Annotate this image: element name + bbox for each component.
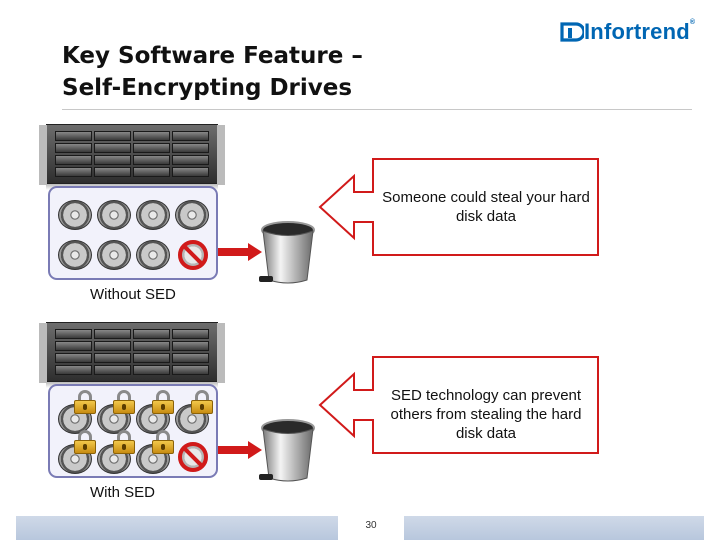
section-without-sed: Someone could steal your hard disk data …	[0, 120, 720, 310]
infortrend-logo: Infortrend®	[558, 18, 695, 46]
hard-disk-icon	[136, 200, 170, 230]
removed-disk-slot	[178, 442, 208, 472]
padlock-icon	[74, 430, 96, 454]
hard-disk-icon	[175, 200, 209, 230]
hard-disk-icon	[136, 240, 170, 270]
trash-can-icon	[259, 221, 315, 284]
arrow-right-icon	[218, 441, 262, 459]
slide-title-line-1: Key Software Feature –	[62, 43, 363, 69]
disk-group	[48, 384, 218, 478]
callout-box: Someone could steal your hard disk data	[318, 158, 600, 256]
no-entry-icon	[178, 240, 208, 270]
arrow-right-icon	[218, 243, 262, 261]
trash-can-icon	[259, 419, 315, 482]
section-label: Without SED	[90, 286, 176, 303]
title-divider	[62, 109, 692, 110]
disk-group	[48, 186, 218, 280]
logo-text: Infortrend®	[584, 19, 696, 44]
page-number: 30	[338, 516, 404, 540]
registered-mark: ®	[689, 19, 696, 26]
callout-box: SED technology can prevent others from s…	[318, 356, 600, 454]
padlock-icon	[113, 390, 135, 414]
infortrend-logo-icon	[560, 22, 584, 42]
no-entry-icon	[178, 442, 208, 472]
hard-disk-icon	[58, 240, 92, 270]
hard-disk-icon	[58, 200, 92, 230]
padlock-icon	[113, 430, 135, 454]
section-with-sed: SED technology can prevent others from s…	[0, 318, 720, 508]
slide-title-line-2: Self-Encrypting Drives	[62, 75, 353, 101]
hard-disk-icon	[97, 240, 131, 270]
hard-disk-icon	[97, 200, 131, 230]
storage-rack-icon	[39, 124, 225, 185]
padlock-icon	[152, 390, 174, 414]
padlock-icon	[191, 390, 213, 414]
callout-text: SED technology can prevent others from s…	[390, 387, 582, 442]
padlock-icon	[152, 430, 174, 454]
padlock-icon	[74, 390, 96, 414]
section-label: With SED	[90, 484, 156, 501]
slide-title: Key Software Feature – Self-Encrypting D…	[62, 40, 482, 104]
callout-text: Someone could steal your hard disk data	[382, 189, 590, 225]
removed-disk-slot	[178, 240, 208, 270]
storage-rack-icon	[39, 322, 225, 383]
